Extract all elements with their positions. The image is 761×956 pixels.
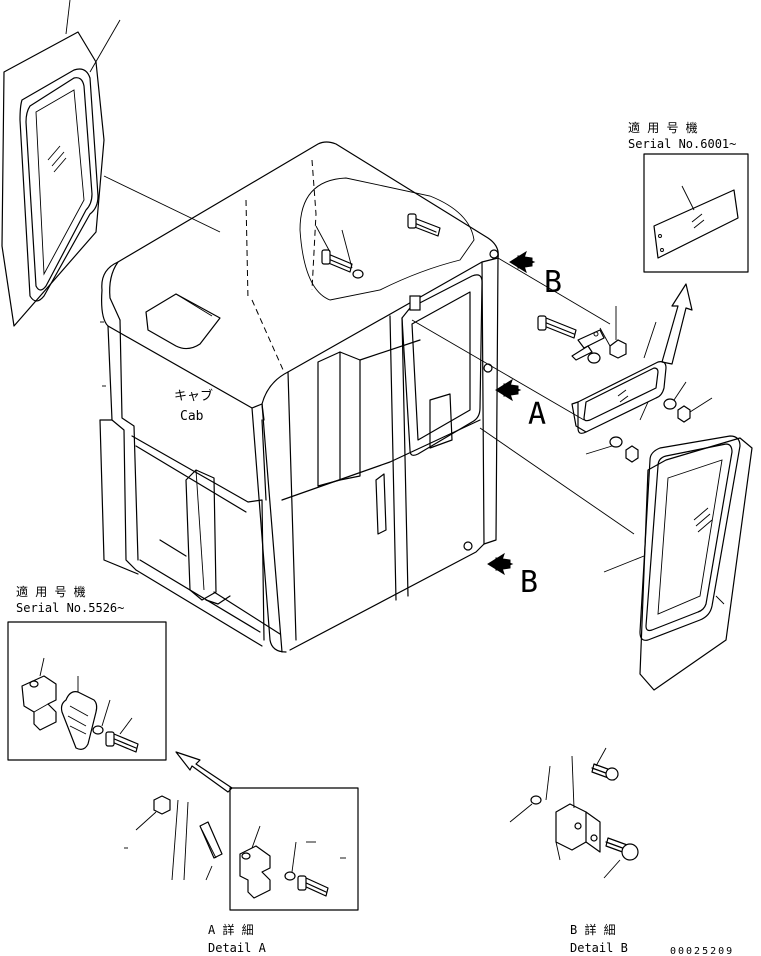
cab-body xyxy=(99,141,499,653)
arrow-a xyxy=(495,378,522,402)
small-glass-panel xyxy=(653,185,739,259)
detail-a-parts xyxy=(239,825,346,899)
detail-a-label-jp: A 詳 細 xyxy=(208,922,254,937)
inset-serial-5526 xyxy=(7,621,167,761)
applicable-top-jp: 適 用 号 機 xyxy=(628,120,698,135)
arrow-b-bottom xyxy=(487,552,514,576)
arrow-b-top-label: B xyxy=(544,265,562,300)
left-window-glass xyxy=(1,0,221,327)
detail-b-label-jp: B 詳 細 xyxy=(570,922,616,937)
small-window-frame xyxy=(571,321,667,434)
detail-a-loose-parts xyxy=(124,795,223,881)
hollow-arrow-left-icon xyxy=(175,751,233,793)
applicable-left-jp: 適 用 号 機 xyxy=(16,584,86,599)
window-fasteners xyxy=(537,306,713,463)
cab-top-bolts xyxy=(315,213,441,279)
applicable-top-en: Serial No.6001~ xyxy=(628,137,736,151)
mount-point-a xyxy=(483,363,493,373)
detail-b-label-en: Detail B xyxy=(570,941,628,955)
hollow-arrow-up-icon xyxy=(661,283,693,365)
arrow-b-top xyxy=(509,250,536,274)
applicable-left-en: Serial No.5526~ xyxy=(16,601,124,615)
cab-label-jp: キャブ xyxy=(174,388,213,404)
drawing-number: 00025209 xyxy=(670,946,734,956)
detail-a-label-en: Detail A xyxy=(208,941,267,955)
mount-point-b-bottom xyxy=(463,541,473,551)
inset-serial-6001 xyxy=(643,153,749,273)
cab-label-en: Cab xyxy=(180,409,204,424)
arrow-a-label: A xyxy=(528,397,546,432)
door-window-glass xyxy=(603,435,753,691)
arrow-b-bottom-label: B xyxy=(520,565,538,600)
detail-a-frame xyxy=(229,787,359,911)
mount-point-b-top xyxy=(489,249,499,259)
detail-b-parts xyxy=(509,747,639,879)
inset-5526-parts xyxy=(21,657,139,753)
